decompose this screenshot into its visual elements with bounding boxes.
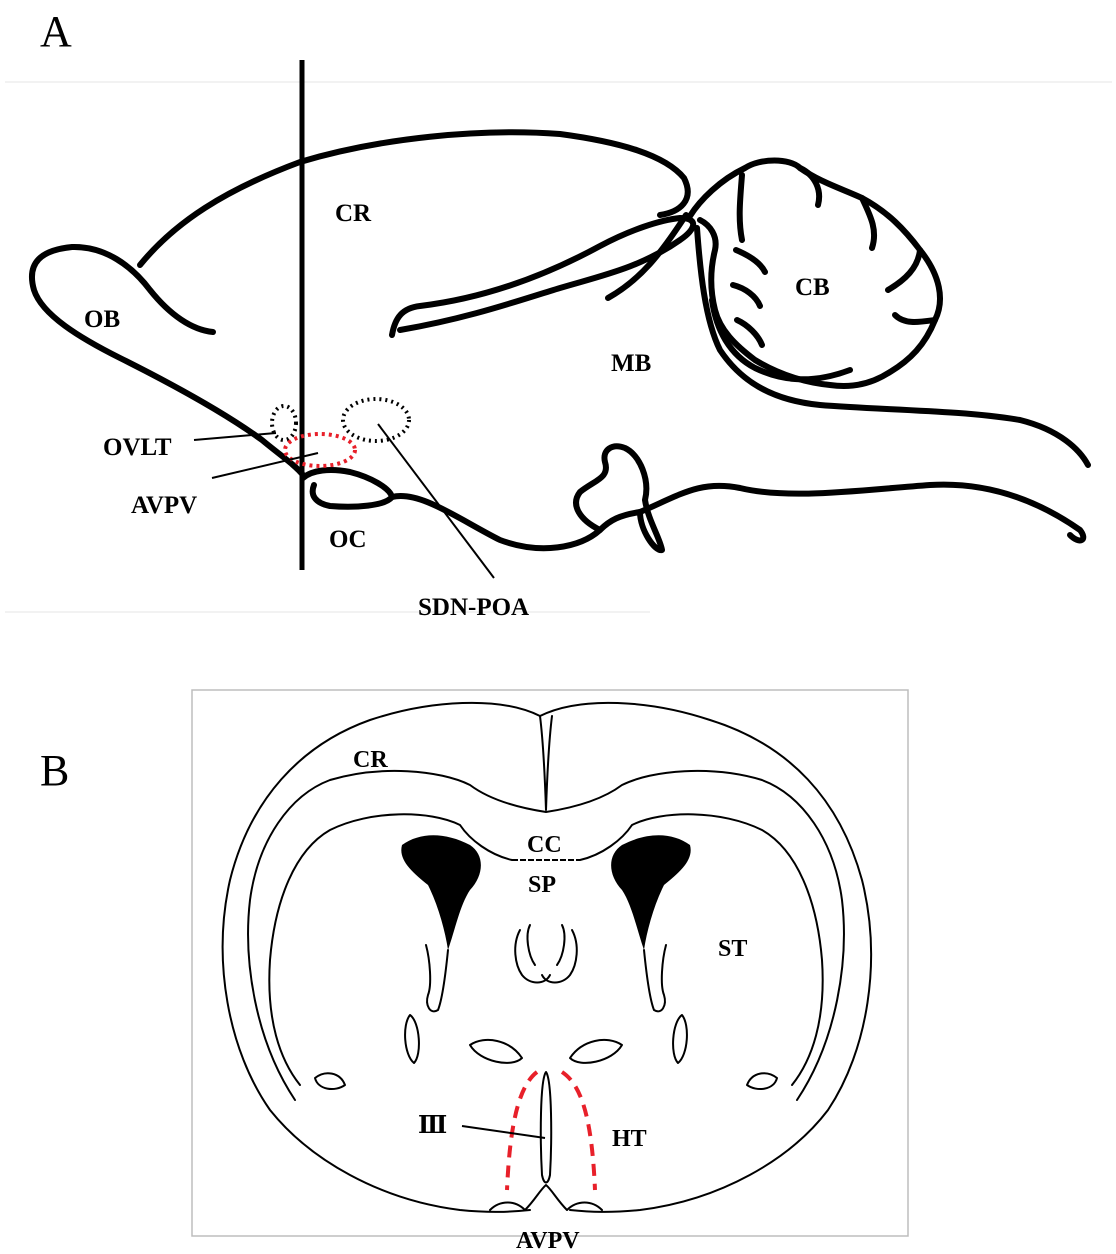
label-b-cr: CR <box>353 747 388 773</box>
left-lateral-body <box>405 1015 419 1063</box>
panel-a: A CR <box>5 7 1112 621</box>
left-lateral-ventricle <box>401 835 481 950</box>
label-b-avpv: AVPV <box>516 1228 580 1254</box>
optic-chiasm-contour <box>303 470 392 507</box>
corpus-callosum-contour <box>248 771 844 1100</box>
sdn-poa-leader-line <box>378 424 494 578</box>
left-striatum-wall <box>426 945 448 1011</box>
panel-b: B CR CC SP <box>40 690 908 1254</box>
label-ovlt: OVLT <box>103 434 172 461</box>
right-lower-body <box>747 1073 777 1089</box>
label-mb: MB <box>611 350 651 377</box>
panel-b-letter: B <box>40 746 69 795</box>
label-avpv: AVPV <box>131 492 197 519</box>
label-b-ht: HT <box>612 1126 647 1152</box>
label-cb: CB <box>795 274 830 301</box>
left-lower-body <box>315 1073 345 1089</box>
cerebellum-folia <box>733 168 935 345</box>
label-sdn-poa: SDN-POA <box>418 594 529 621</box>
label-b-cc: CC <box>527 832 562 858</box>
brainstem-contour <box>640 485 1083 541</box>
right-anterior-commissure <box>570 1040 622 1063</box>
septum-structure <box>515 925 577 983</box>
left-anterior-commissure <box>470 1040 522 1063</box>
label-cr: CR <box>335 200 372 227</box>
label-ob: OB <box>84 306 120 333</box>
label-oc: OC <box>329 526 367 553</box>
label-b-st: ST <box>718 936 747 962</box>
avpv-left-boundary <box>507 1072 537 1190</box>
ventral-contour <box>392 496 640 548</box>
avpv-right-boundary <box>562 1072 595 1190</box>
panel-a-letter: A <box>40 7 72 56</box>
right-lateral-body <box>673 1015 687 1063</box>
sdn-poa-region <box>343 399 409 441</box>
label-b-third-ventricle: Ⅲ <box>418 1113 447 1139</box>
label-b-sp: SP <box>528 872 556 898</box>
hippocampus-contour <box>392 218 693 335</box>
right-lateral-ventricle <box>611 835 691 950</box>
ovlt-region <box>272 406 296 440</box>
avpv-region-highlight <box>285 434 355 466</box>
third-ventricle-leader-line <box>462 1126 545 1138</box>
midline-fissure <box>540 716 552 810</box>
right-striatum-wall <box>644 945 666 1011</box>
third-ventricle <box>541 1072 551 1183</box>
